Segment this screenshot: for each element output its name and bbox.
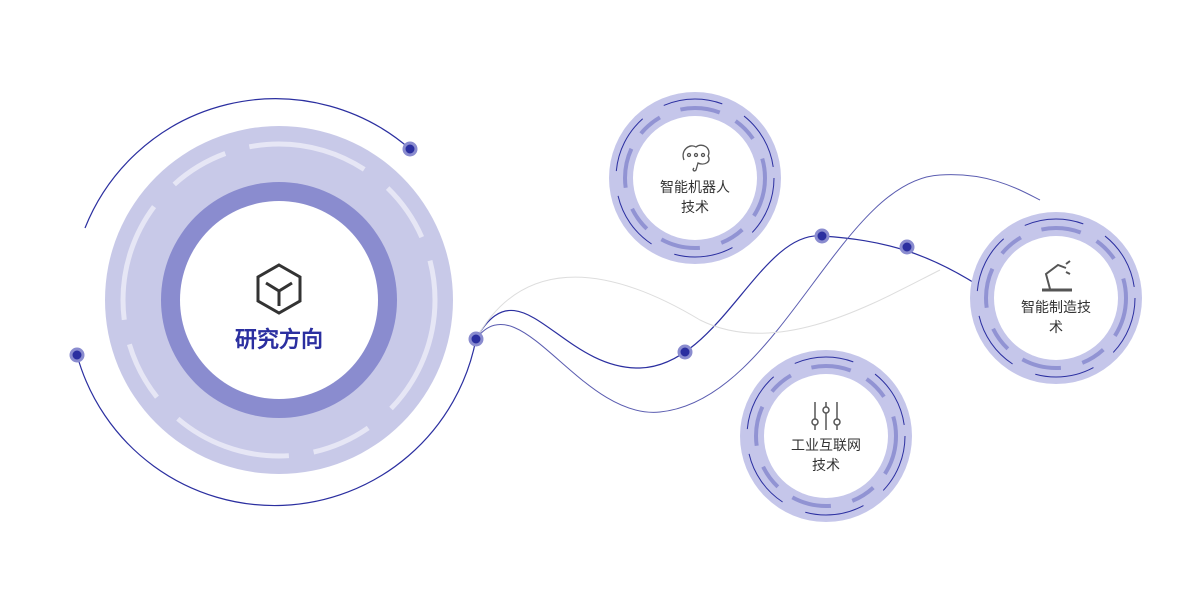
connector-curve-3 (475, 269, 941, 340)
robot-arm-icon (1042, 260, 1072, 292)
cube-icon (256, 263, 302, 315)
connector-curve-2 (475, 174, 1041, 413)
node-circle-iot (740, 350, 912, 522)
brain-icon (682, 144, 710, 172)
node-circle-robot (609, 92, 781, 264)
connector-dots (69, 141, 915, 363)
node-label-robot: 智能机器人技术 (660, 180, 730, 216)
node-circle-manufacturing (970, 212, 1142, 384)
orbit-arc-bottom (76, 338, 477, 507)
node-label-iot: 工业互联网技术 (791, 438, 861, 474)
connector-curve-1 (475, 235, 1001, 369)
orbit-arc-top (84, 98, 411, 229)
main-circle (76, 98, 477, 507)
node-label-manufacturing: 智能制造技术 (1021, 300, 1091, 336)
center-title: 研究方向 (234, 328, 323, 353)
sliders-icon (811, 402, 841, 430)
